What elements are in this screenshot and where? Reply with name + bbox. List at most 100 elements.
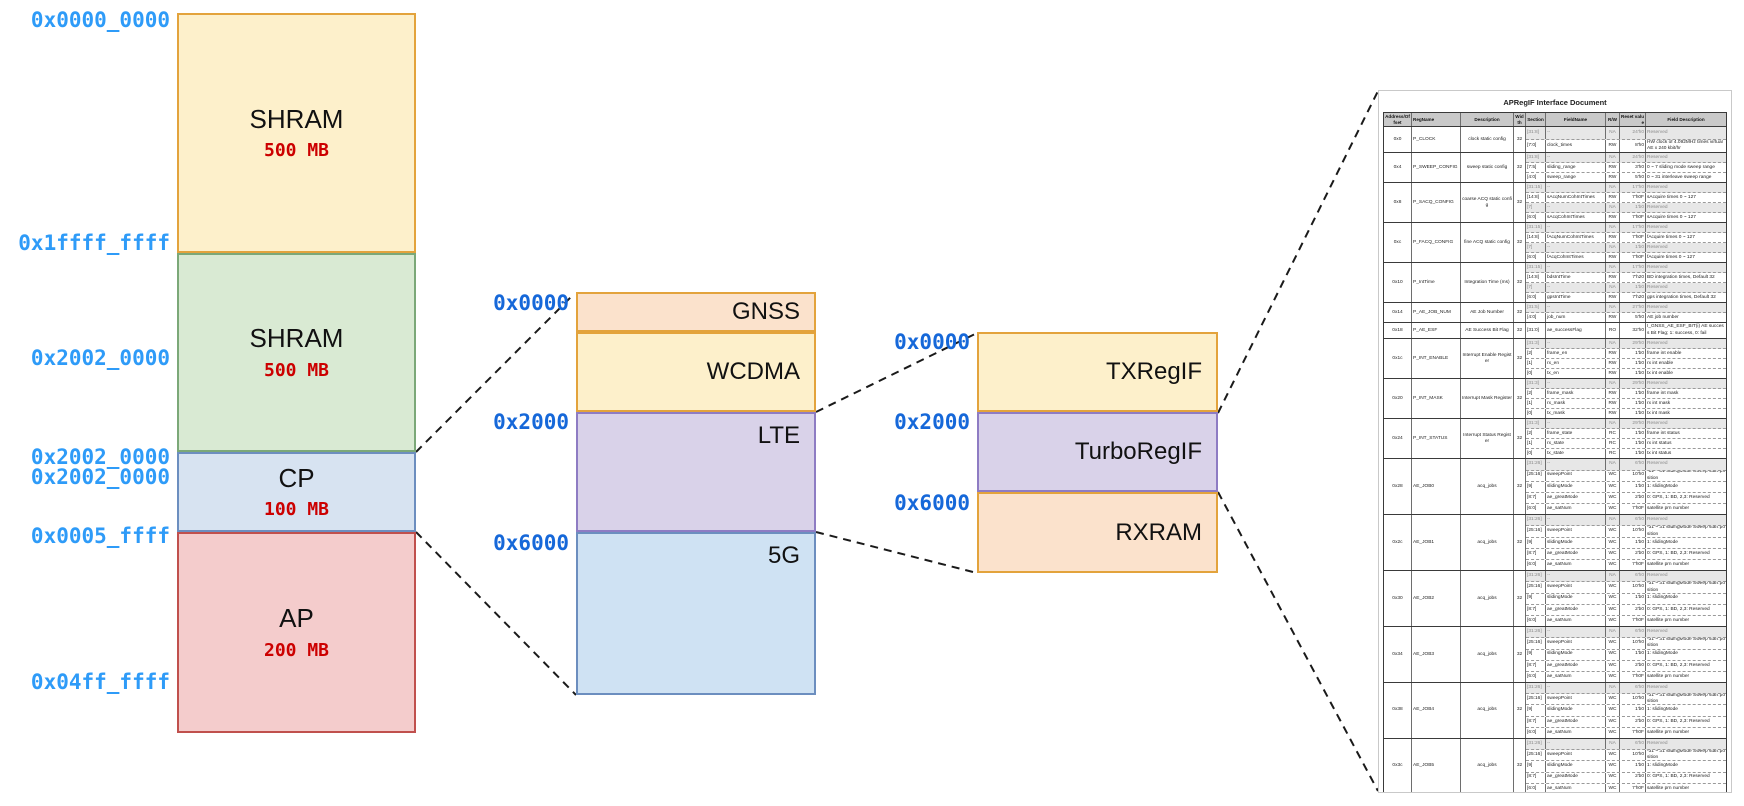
field-cell: bdsIntTime <box>1546 273 1606 283</box>
field-cell: slidingMode <box>1546 705 1606 716</box>
address-label: 0x2000 <box>894 410 970 434</box>
field-cell: [31:15] <box>1526 223 1546 233</box>
register-cell: 32 <box>1514 153 1526 183</box>
field-cell: 7'h20 <box>1620 273 1646 283</box>
register-cell: 32 <box>1514 263 1526 303</box>
register-cell: 0x2c <box>1384 515 1412 571</box>
field-cell: Reserved <box>1647 461 1668 467</box>
field-cell: [6:0] <box>1526 783 1546 792</box>
register-cell: Integration Time (ms) <box>1461 263 1514 303</box>
field-cell: -- <box>1546 153 1606 163</box>
field-cell: 3'h0 <box>1620 163 1646 173</box>
field-cell: [31:15] <box>1526 263 1546 273</box>
field-cell: satellite prn number <box>1647 785 1690 791</box>
field-cell: WC <box>1606 548 1620 560</box>
field-cell: [4:0] <box>1526 173 1546 183</box>
field-cell: frame int enable <box>1647 350 1682 356</box>
field-cell: [31:26] <box>1526 515 1546 526</box>
field-cell: frame int status <box>1647 430 1680 436</box>
field-cell: sAcquire times 0 ~ 127 <box>1647 194 1696 200</box>
field-cell: -- <box>1546 571 1606 582</box>
field-cell: I_GNSS_AE_ESF_BIT(i) AE success Bit Flag… <box>1647 324 1724 336</box>
field-cell: [6:0] <box>1526 253 1546 263</box>
field-cell: 1: slidingMode <box>1647 651 1678 657</box>
field-cell: ae_satNum <box>1546 727 1606 739</box>
address-label: 0x2000 <box>493 410 569 434</box>
field-cell: Reserved <box>1647 224 1668 230</box>
field-cell: NA <box>1606 379 1620 389</box>
field-cell: ae_greatMode <box>1546 716 1606 727</box>
field-cell: 7'h0F <box>1620 253 1646 263</box>
memory-block-size: 100 MB <box>263 499 330 521</box>
field-cell: 1'b0 <box>1620 449 1646 459</box>
field-cell: [8:7] <box>1526 716 1546 727</box>
register-cell: Interrupt Mask Register <box>1461 379 1514 419</box>
field-cell: 1'b0 <box>1620 283 1646 293</box>
field-cell: WC <box>1606 649 1620 660</box>
field-cell: tx int status <box>1647 450 1672 456</box>
field-cell: [2] <box>1526 389 1546 399</box>
field-cell: -- <box>1546 379 1606 389</box>
register-cell: AE_JOB1 <box>1412 515 1461 571</box>
field-cell: rx int enable <box>1647 360 1674 366</box>
field-cell: [25:16] <box>1526 750 1546 761</box>
field-cell: 17'h0 <box>1620 183 1646 193</box>
field-cell: [8:7] <box>1526 772 1546 783</box>
field-cell: RC <box>1606 429 1620 439</box>
field-cell: [2] <box>1526 429 1546 439</box>
field-cell: 1: slidingMode <box>1647 595 1678 601</box>
field-cell: -31 ~ 31 slidingMode Sweep start positio… <box>1647 526 1725 537</box>
field-cell: [31:15] <box>1526 183 1546 193</box>
field-cell: Reserved <box>1647 244 1668 250</box>
field-cell: RC <box>1606 439 1620 449</box>
field-cell: [31:3] <box>1526 379 1546 389</box>
field-cell: 17'h0 <box>1620 263 1646 273</box>
field-cell: slidingMode <box>1546 761 1606 772</box>
field-cell: [8:7] <box>1526 492 1546 504</box>
field-cell: WC <box>1606 727 1620 739</box>
register-cell: 0x24 <box>1384 419 1412 459</box>
register-cell: 0x30 <box>1384 571 1412 627</box>
field-cell: WC <box>1606 716 1620 727</box>
field-cell: RW <box>1606 173 1620 183</box>
field-cell: sAcquire times 0 ~ 127 <box>1647 214 1696 220</box>
field-cell: [0] <box>1526 409 1546 419</box>
field-cell: satellite prn number <box>1647 673 1690 679</box>
field-cell: 24'h0 <box>1620 127 1646 140</box>
field-cell: satellite prn number <box>1647 561 1690 567</box>
field-cell: BD integration times, Default 32 <box>1647 274 1715 280</box>
field-cell: -- <box>1546 263 1606 273</box>
field-cell: 2'b0 <box>1620 604 1646 615</box>
field-cell: ae_successFlag <box>1546 323 1606 339</box>
field-cell: [31:3] <box>1526 339 1546 349</box>
field-cell: Reserved <box>1647 629 1668 635</box>
register-cell: AE Success Bit Flag <box>1461 323 1514 339</box>
field-cell: [1] <box>1526 359 1546 369</box>
field-cell: 1'b0 <box>1620 409 1646 419</box>
field-cell: tx int enable <box>1647 370 1673 376</box>
field-cell: [31:26] <box>1526 571 1546 582</box>
field-cell: 1'b0 <box>1620 243 1646 253</box>
field-cell: [31:5] <box>1526 303 1546 313</box>
field-cell: RW <box>1606 369 1620 379</box>
